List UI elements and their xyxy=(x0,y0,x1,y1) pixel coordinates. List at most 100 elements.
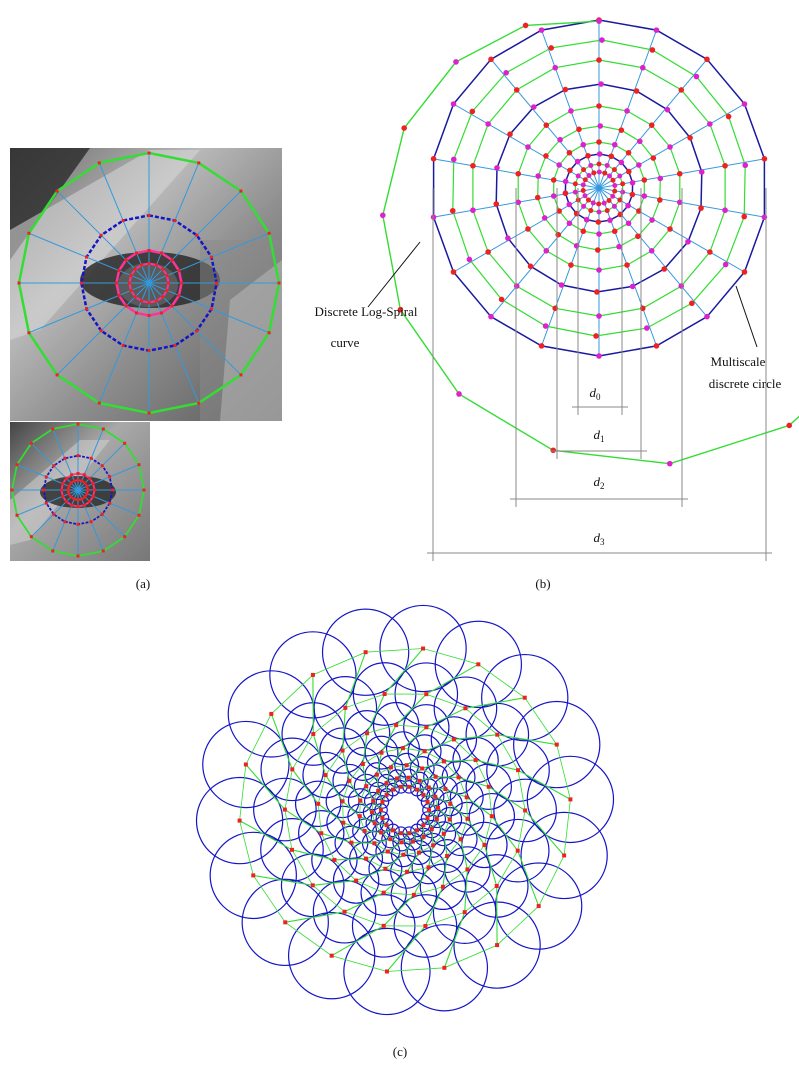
node xyxy=(562,178,569,185)
cover-node xyxy=(379,830,384,835)
node xyxy=(741,269,748,275)
node xyxy=(601,200,607,206)
node xyxy=(594,247,601,253)
node xyxy=(525,144,531,150)
node xyxy=(596,201,602,207)
spoke xyxy=(148,190,242,284)
node xyxy=(527,263,534,270)
cover-node xyxy=(311,731,316,736)
node xyxy=(617,173,623,179)
panel-b: d0 d1 d2 d3 Discrete Log-Spiral curve Mu… xyxy=(315,17,799,591)
cover-node xyxy=(423,924,428,929)
node xyxy=(470,162,476,169)
node xyxy=(649,47,656,53)
spoke xyxy=(148,282,270,334)
node xyxy=(15,463,19,467)
cover-node xyxy=(456,775,461,780)
circle-cover-graph xyxy=(195,604,615,1016)
node xyxy=(599,37,605,43)
node xyxy=(147,314,151,317)
node xyxy=(170,304,174,308)
node xyxy=(170,258,174,262)
node xyxy=(209,307,213,311)
cover-node xyxy=(436,805,441,810)
cover-node xyxy=(363,650,368,655)
cover-node xyxy=(422,749,427,754)
node xyxy=(661,266,668,272)
node xyxy=(173,219,177,223)
cover-node xyxy=(424,725,429,730)
node xyxy=(159,251,163,255)
node xyxy=(505,235,511,241)
node xyxy=(698,205,704,211)
node xyxy=(135,251,139,255)
cover-node xyxy=(384,781,389,786)
node xyxy=(538,343,545,349)
dimension-label-d2: d2 xyxy=(594,474,605,491)
node xyxy=(650,155,657,161)
node xyxy=(598,81,604,87)
node xyxy=(586,173,592,179)
cover-node xyxy=(522,695,527,700)
node xyxy=(594,289,600,295)
eye-image-large xyxy=(10,148,282,421)
node xyxy=(588,208,594,214)
node xyxy=(64,476,68,480)
spiral-node xyxy=(522,22,529,29)
cover-node xyxy=(400,746,405,751)
node xyxy=(624,108,630,114)
node xyxy=(636,138,643,145)
cover-node xyxy=(476,662,481,667)
node xyxy=(42,488,46,492)
cover-node xyxy=(554,742,559,747)
node xyxy=(515,170,522,177)
cover-node xyxy=(380,799,385,804)
node xyxy=(267,331,271,335)
node xyxy=(580,141,587,148)
spoke xyxy=(148,282,200,404)
cover-node xyxy=(381,890,386,895)
cover-circle xyxy=(468,792,516,840)
cover-node xyxy=(369,810,374,815)
node xyxy=(76,554,80,558)
cover-circle xyxy=(434,620,523,709)
node xyxy=(67,492,71,496)
cover-node xyxy=(316,801,321,806)
node xyxy=(639,64,646,71)
node xyxy=(572,189,578,195)
node xyxy=(616,243,622,250)
node xyxy=(543,248,550,254)
cover-node xyxy=(380,816,385,821)
cover-node xyxy=(465,867,470,872)
cover-circle xyxy=(343,927,431,1016)
node xyxy=(123,535,127,539)
node xyxy=(596,267,602,273)
node xyxy=(69,481,73,485)
node xyxy=(624,262,630,268)
cover-node xyxy=(489,814,494,819)
node xyxy=(610,193,616,199)
node xyxy=(488,56,494,63)
cover-circle xyxy=(195,776,284,865)
node xyxy=(633,88,640,94)
node xyxy=(124,304,128,308)
node xyxy=(44,501,48,505)
cover-node xyxy=(415,787,419,792)
cover-node xyxy=(445,854,450,859)
cover-circle xyxy=(526,755,615,844)
node xyxy=(85,484,89,488)
spoke xyxy=(148,232,270,284)
node xyxy=(557,136,563,143)
node xyxy=(617,197,623,203)
node xyxy=(165,288,169,292)
node xyxy=(64,500,68,504)
node xyxy=(596,161,602,167)
cover-circle xyxy=(379,604,467,693)
node xyxy=(430,214,437,220)
cover-node xyxy=(372,841,377,846)
node xyxy=(596,313,602,319)
cover-node xyxy=(515,848,520,853)
node xyxy=(430,156,437,162)
cover-circle xyxy=(486,738,550,802)
cover-node xyxy=(289,847,294,852)
